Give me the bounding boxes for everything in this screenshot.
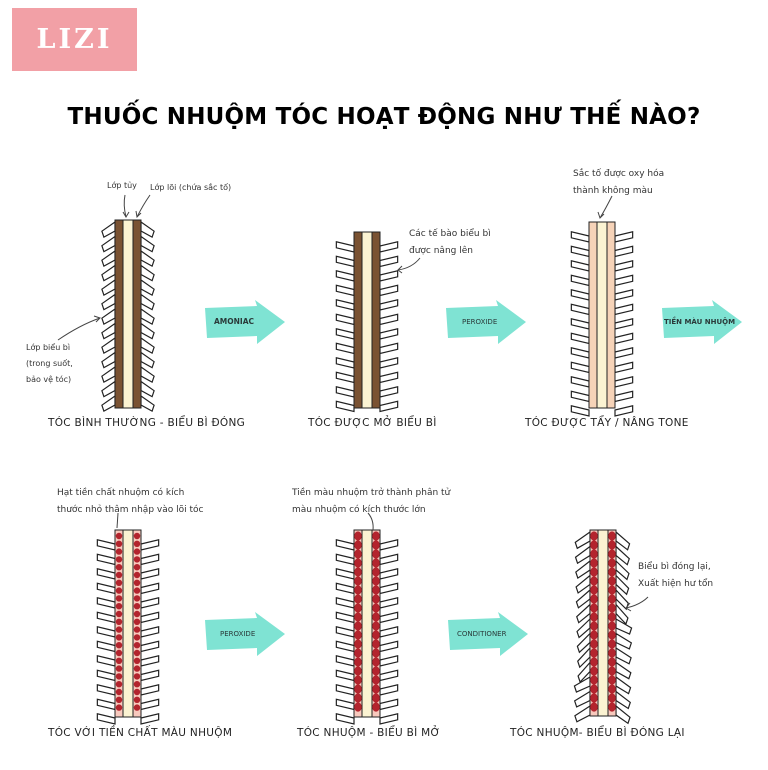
note-damage: Biểu bì đóng lại, Xuất hiện hư tổn (638, 562, 714, 589)
arrow-label-peroxide-2: PEROXIDE (220, 630, 256, 638)
arrow-label-conditioner: CONDITIONER (457, 630, 507, 638)
caption-normal-hair: TÓC BÌNH THƯỜNG - BIỂU BÌ ĐÓNG (48, 417, 246, 429)
arrow-label-amoniac: AMONIAC (214, 317, 255, 326)
note-dye-molecule: Tiền màu nhuộm trở thành phân tử màu nhu… (292, 488, 451, 515)
arrow-label-tien-mau-nhuom: TIỀN MÀU NHUỘM (664, 318, 736, 326)
arrow-label-peroxide-1: PEROXIDE (462, 318, 498, 326)
page-title: THUỐC NHUỘM TÓC HOẠT ĐỘNG NHƯ THẾ NÀO? (67, 104, 701, 130)
caption-hair-with-precursor: TÓC VỚI TIỀN CHẤT MÀU NHUỘM (48, 727, 233, 739)
caption-bleached-hair: TÓC ĐƯỢC TẨY / NÂNG TONE (525, 417, 689, 429)
note-cortex: Lớp lõi (chứa sắc tố) (150, 183, 232, 192)
note-precursor: Hạt tiền chất nhuộm có kích thước nhỏ th… (57, 488, 204, 515)
logo-text: LIZI (36, 24, 113, 55)
lizi-logo: LIZI (12, 8, 137, 71)
note-cuticle-lifted: Các tế bào biểu bì được nâng lên (409, 229, 491, 256)
caption-dyed-closed-cuticle: TÓC NHUỘM- BIỂU BÌ ĐÓNG LẠI (510, 727, 685, 739)
note-medulla: Lớp tủy (107, 181, 137, 190)
note-pigment-oxidized: Sắc tố được oxy hóa thành không màu (573, 169, 665, 196)
caption-cuticle-opened: TÓC ĐƯỢC MỞ BIỂU BÌ (308, 417, 437, 429)
caption-dyed-open-cuticle: TÓC NHUỘM - BIỂU BÌ MỞ (297, 727, 441, 739)
note-cuticle: Lớp biểu bì (trong suốt, bảo vệ tóc) (26, 343, 73, 384)
